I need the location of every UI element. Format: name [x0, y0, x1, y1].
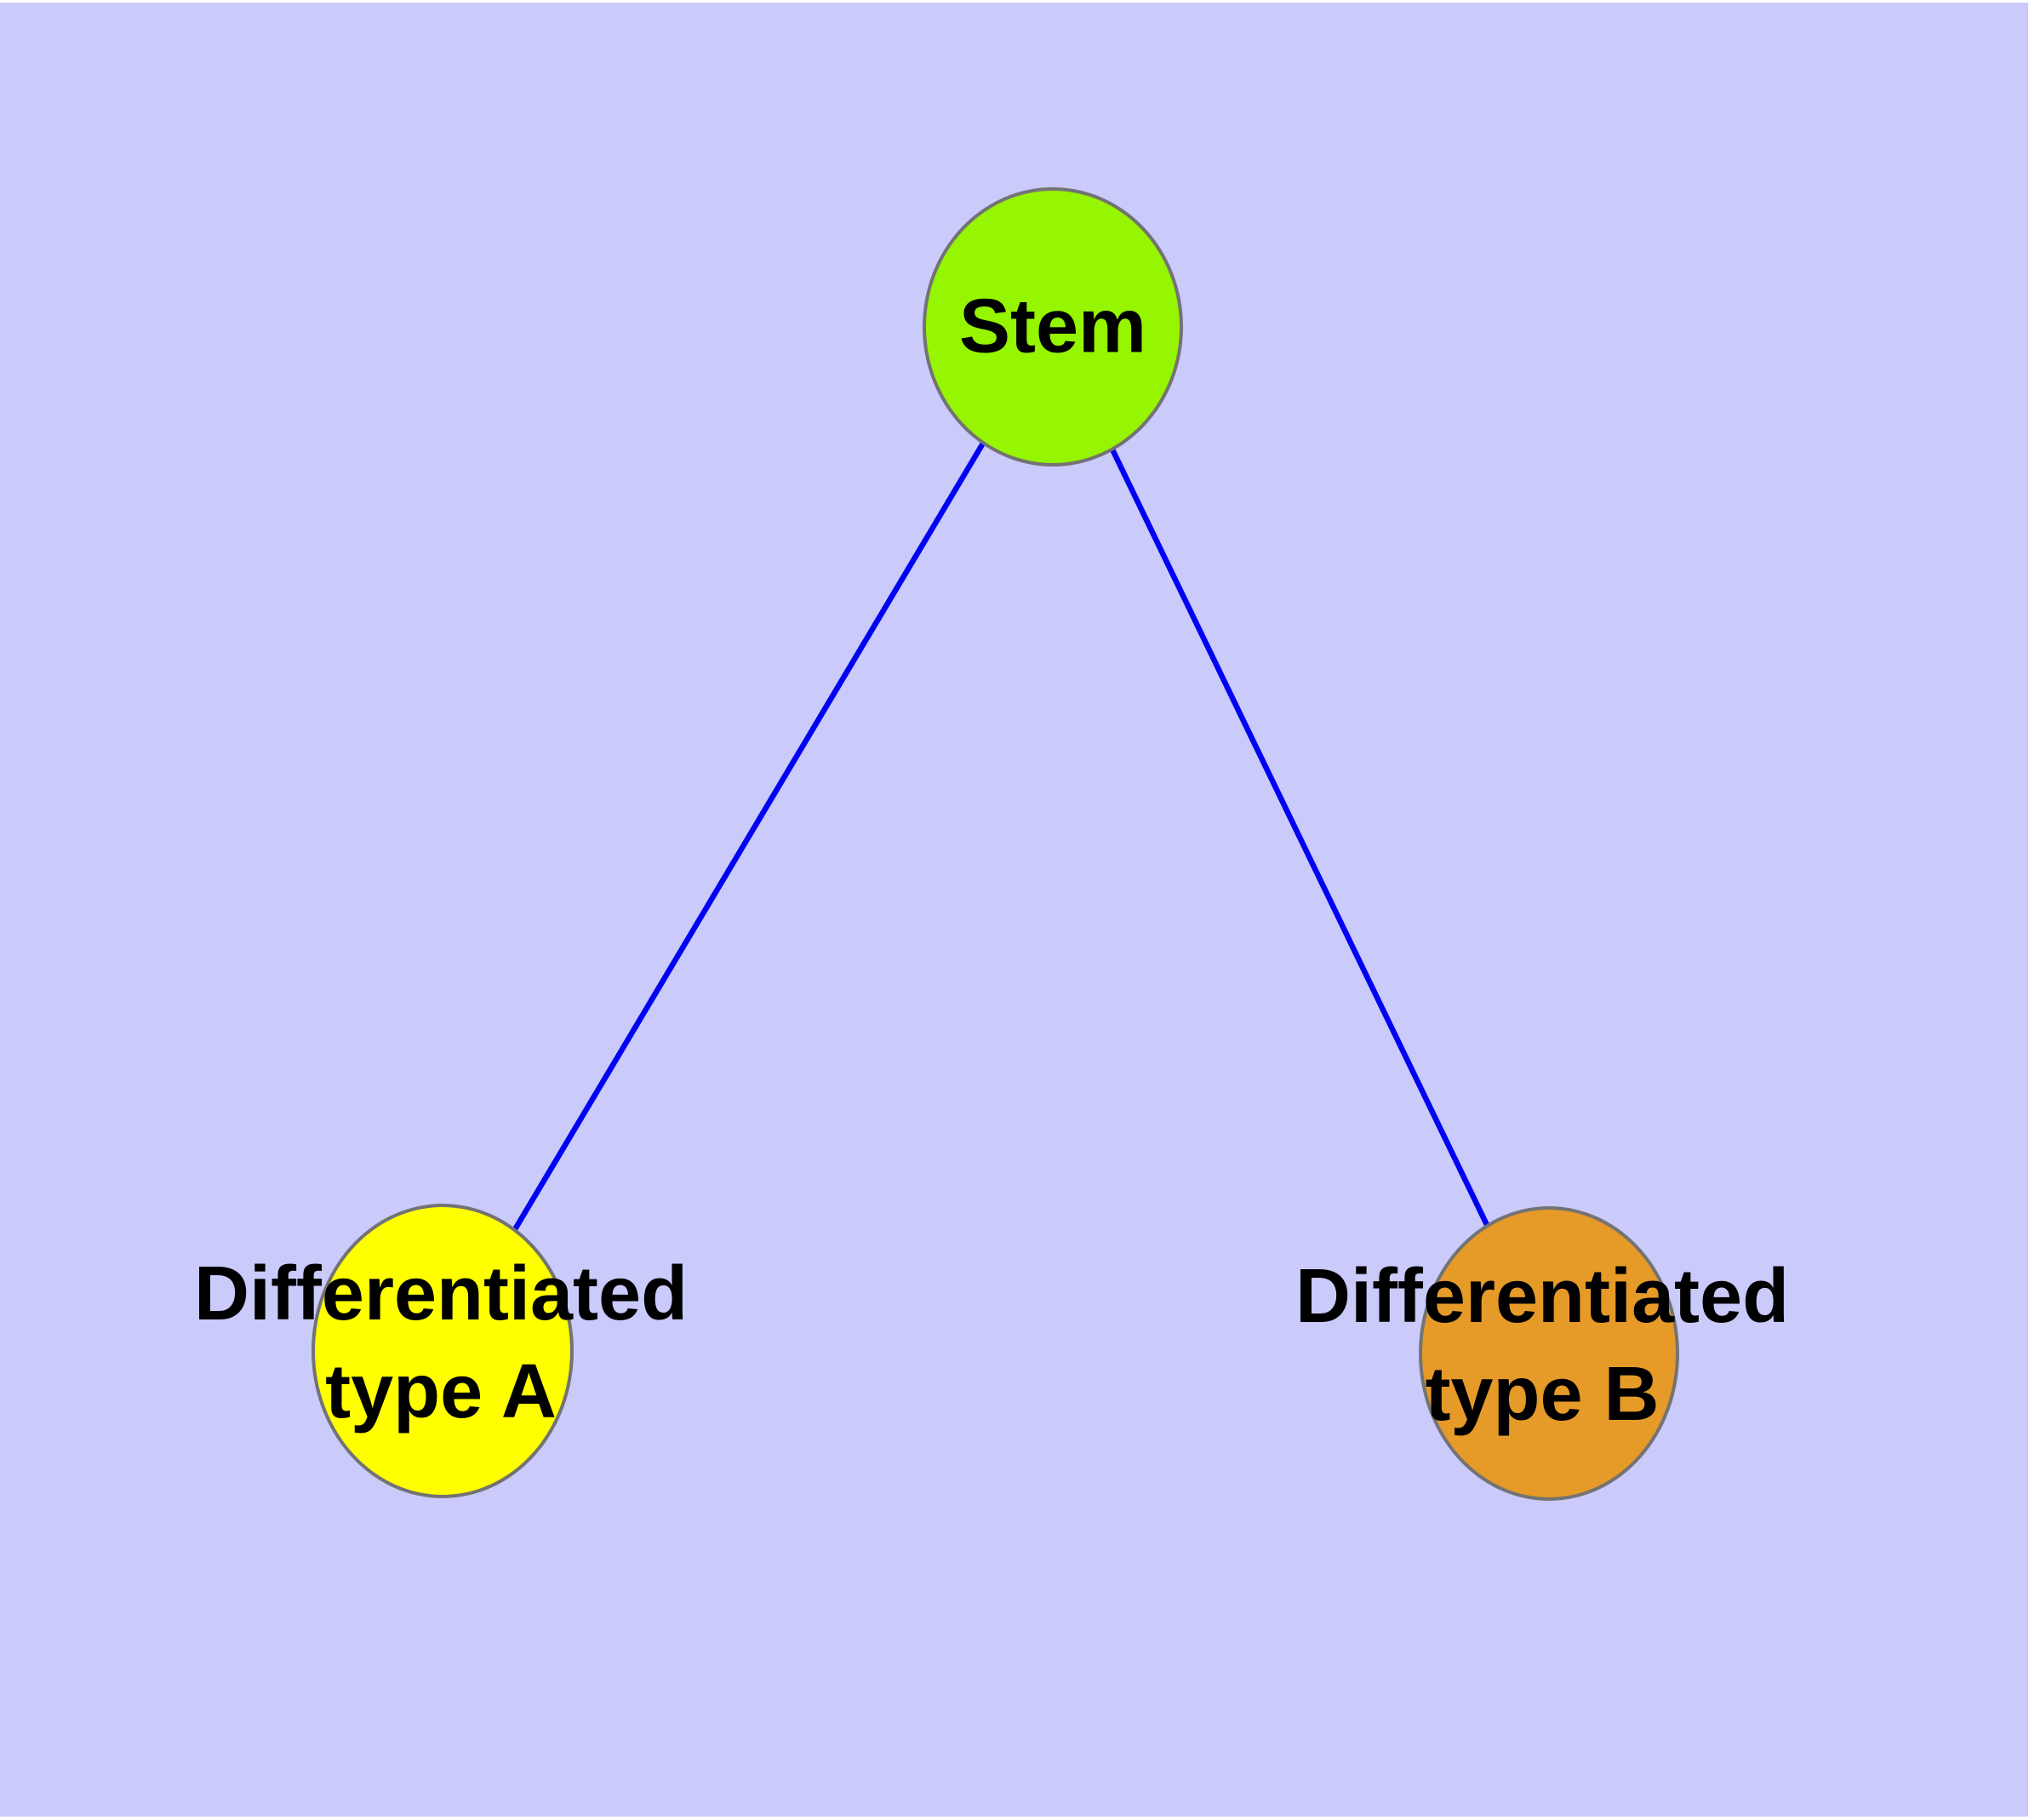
plot-panel: Stem Differentiated type A Differentiate… — [0, 3, 2028, 1817]
node-differentiated-type-b — [1419, 1206, 1679, 1501]
node-differentiated-type-a — [311, 1204, 574, 1498]
label-line: Differentiated — [1295, 1254, 1790, 1339]
label-line: Stem — [958, 283, 1147, 369]
label-line: Differentiated — [193, 1251, 689, 1336]
label-line: type B — [1425, 1352, 1660, 1437]
edge-stem-to-type-b — [1050, 324, 1552, 1355]
node-label-differentiated-type-a: Differentiated type A — [194, 1245, 688, 1441]
edge-stem-to-type-a — [440, 324, 1055, 1353]
node-stem — [923, 187, 1183, 466]
label-line: type A — [325, 1349, 557, 1434]
node-label-stem: Stem — [959, 278, 1146, 376]
edge-layer — [440, 324, 1552, 1355]
node-label-differentiated-type-b: Differentiated type B — [1295, 1248, 1789, 1444]
